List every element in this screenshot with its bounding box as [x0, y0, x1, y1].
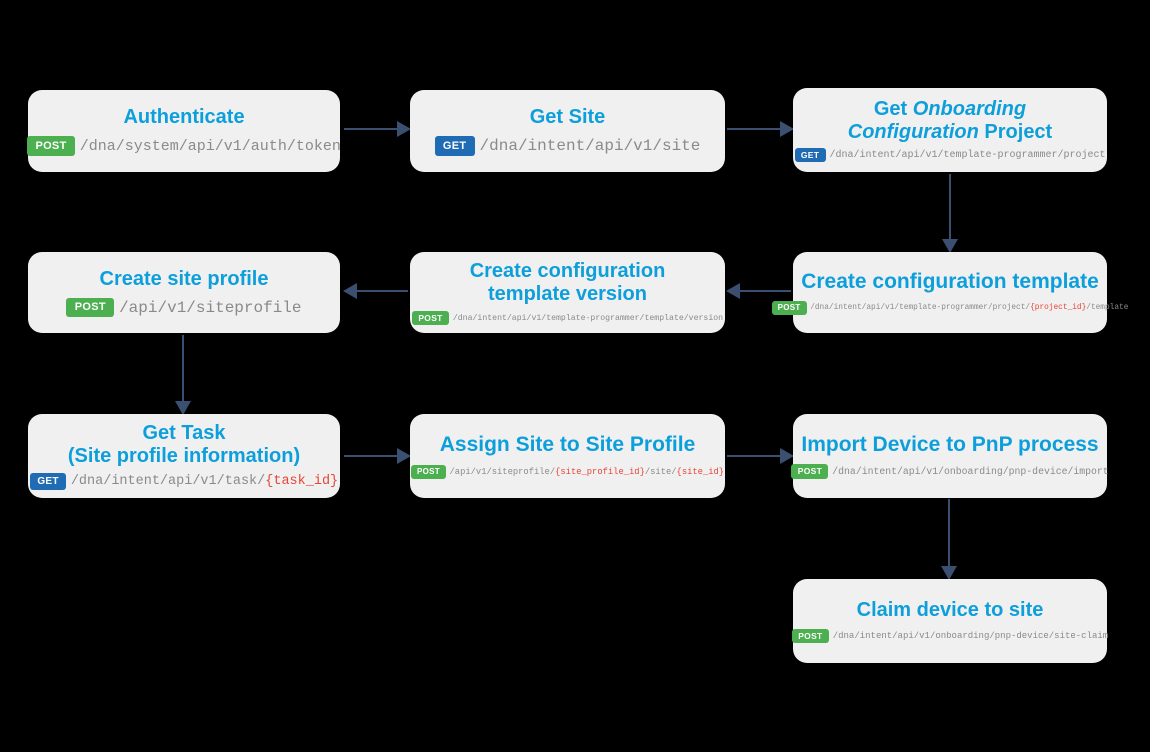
api-endpoint: POST /api/v1/siteprofile/{site_profile_i… — [410, 464, 725, 479]
step-title: Get Task(Site profile information) — [67, 421, 301, 467]
step-title: Create configuration template — [801, 270, 1099, 294]
method-badge-post: POST — [410, 464, 446, 479]
arrow-get-task-to-assign-site — [344, 448, 411, 464]
method-badge-post: POST — [791, 628, 829, 644]
arrow-site-profile-to-get-task — [175, 335, 191, 415]
api-path: /dna/intent/api/v1/template-programmer/t… — [452, 313, 724, 323]
api-path: /dna/intent/api/v1/site — [479, 137, 701, 155]
arrow-assign-site-to-import-device — [727, 448, 794, 464]
method-badge-post: POST — [66, 297, 115, 318]
api-endpoint: POST /dna/intent/api/v1/template-program… — [411, 310, 724, 326]
method-badge-get: GET — [29, 472, 67, 491]
method-badge-post: POST — [771, 300, 807, 315]
arrow-get-site-to-onboarding-project — [727, 121, 794, 137]
api-endpoint: GET /dna/intent/api/v1/template-programm… — [794, 147, 1106, 163]
arrow-template-version-to-site-profile — [343, 283, 408, 299]
step-title: Import Device to PnP process — [801, 432, 1099, 456]
step-box-create-site-profile: Create site profile POST /api/v1/sitepro… — [28, 252, 340, 333]
api-endpoint: POST /api/v1/siteprofile — [66, 297, 302, 318]
api-endpoint: GET /dna/intent/api/v1/task/{task_id} — [29, 472, 339, 491]
arrow-authenticate-to-get-site — [344, 121, 411, 137]
api-path: /dna/intent/api/v1/task/{task_id} — [70, 474, 339, 489]
arrow-create-template-to-template-version — [726, 283, 791, 299]
api-endpoint: POST /dna/intent/api/v1/template-program… — [771, 300, 1129, 315]
step-box-assign-site-to-site-profile: Assign Site to Site Profile POST /api/v1… — [410, 414, 725, 498]
api-path: /dna/intent/api/v1/template-programmer/p… — [829, 149, 1106, 161]
api-endpoint: POST /dna/intent/api/v1/onboarding/pnp-d… — [791, 464, 1109, 480]
step-box-import-device-to-pnp: Import Device to PnP process POST /dna/i… — [791, 414, 1109, 498]
step-title: Create site profile — [99, 267, 269, 290]
path-param-site-id: {site_id} — [676, 466, 725, 477]
arrow-onboarding-project-to-create-template — [942, 174, 958, 253]
method-badge-post: POST — [411, 310, 450, 326]
api-path: /dna/system/api/v1/auth/token — [79, 137, 341, 155]
api-endpoint: POST /dna/system/api/v1/auth/token — [27, 136, 341, 156]
arrow-import-device-to-claim-device — [941, 499, 957, 580]
path-param-site-profile-id: {site_profile_id} — [555, 466, 645, 477]
step-title: Claim device to site — [856, 598, 1044, 621]
step-title: Authenticate — [123, 106, 245, 129]
step-title: Get Site — [529, 106, 606, 129]
path-param-task-id: {task_id} — [265, 474, 339, 489]
method-badge-get: GET — [434, 136, 475, 156]
api-path: /dna/intent/api/v1/onboarding/pnp-device… — [832, 631, 1109, 641]
path-param-project-id: {project_id} — [1030, 303, 1087, 312]
step-title: Assign Site to Site Profile — [439, 433, 696, 457]
step-box-get-site: Get Site GET /dna/intent/api/v1/site — [410, 90, 725, 172]
step-box-authenticate: Authenticate POST /dna/system/api/v1/aut… — [27, 90, 341, 172]
method-badge-post: POST — [27, 136, 75, 156]
step-box-claim-device-to-site: Claim device to site POST /dna/intent/ap… — [791, 579, 1109, 663]
step-box-create-configuration-template: Create configuration template POST /dna/… — [771, 252, 1128, 333]
api-path: /api/v1/siteprofile — [119, 298, 302, 317]
api-endpoint: GET /dna/intent/api/v1/site — [434, 136, 701, 156]
api-endpoint: POST /dna/intent/api/v1/onboarding/pnp-d… — [791, 628, 1109, 644]
method-badge-get: GET — [794, 147, 826, 163]
step-box-get-task: Get Task(Site profile information) GET /… — [28, 414, 340, 498]
api-path: /dna/intent/api/v1/onboarding/pnp-device… — [832, 466, 1109, 478]
api-path: /dna/intent/api/v1/template-programmer/p… — [810, 303, 1129, 312]
method-badge-post: POST — [791, 464, 829, 480]
api-path: /api/v1/siteprofile/{site_profile_id}/si… — [449, 466, 725, 477]
